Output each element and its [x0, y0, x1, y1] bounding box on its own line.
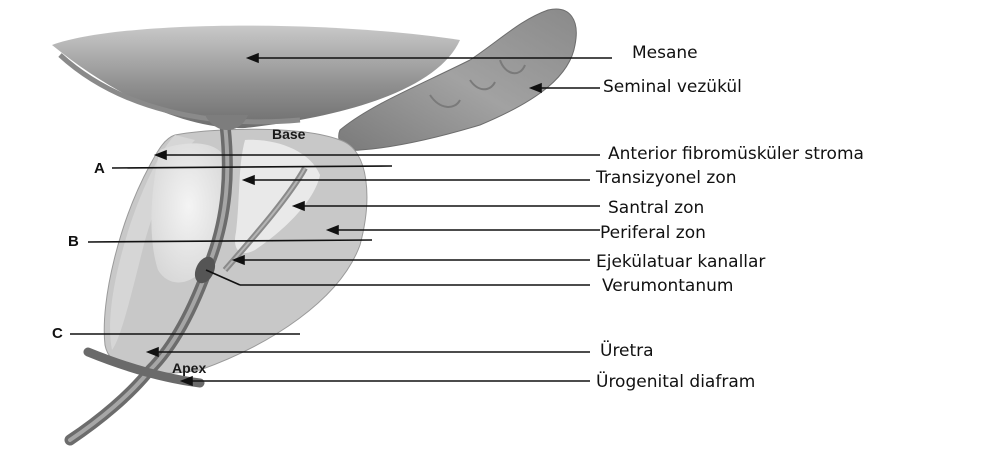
label-uretra: Üretra [600, 341, 654, 361]
section-letter-c: C [52, 324, 63, 344]
section-letter-b: B [68, 232, 79, 252]
label-seminal-vezukul: Seminal vezükül [603, 77, 742, 97]
label-apex: Apex [172, 358, 206, 378]
label-verumontanum: Verumontanum [602, 276, 733, 296]
label-mesane: Mesane [632, 43, 698, 63]
label-anterior-fibromuskuler-stroma: Anterior fibromüsküler stroma [608, 144, 864, 164]
label-base: Base [272, 124, 305, 144]
label-ejekulatuar-kanallar: Ejekülatuar kanallar [596, 252, 765, 272]
label-urogenital-diafram: Ürogenital diafram [596, 372, 755, 392]
label-santral-zon: Santral zon [608, 198, 704, 218]
label-periferal-zon: Periferal zon [600, 223, 706, 243]
section-letter-a: A [94, 159, 105, 179]
label-transizyonel-zon: Transizyonel zon [596, 168, 737, 188]
